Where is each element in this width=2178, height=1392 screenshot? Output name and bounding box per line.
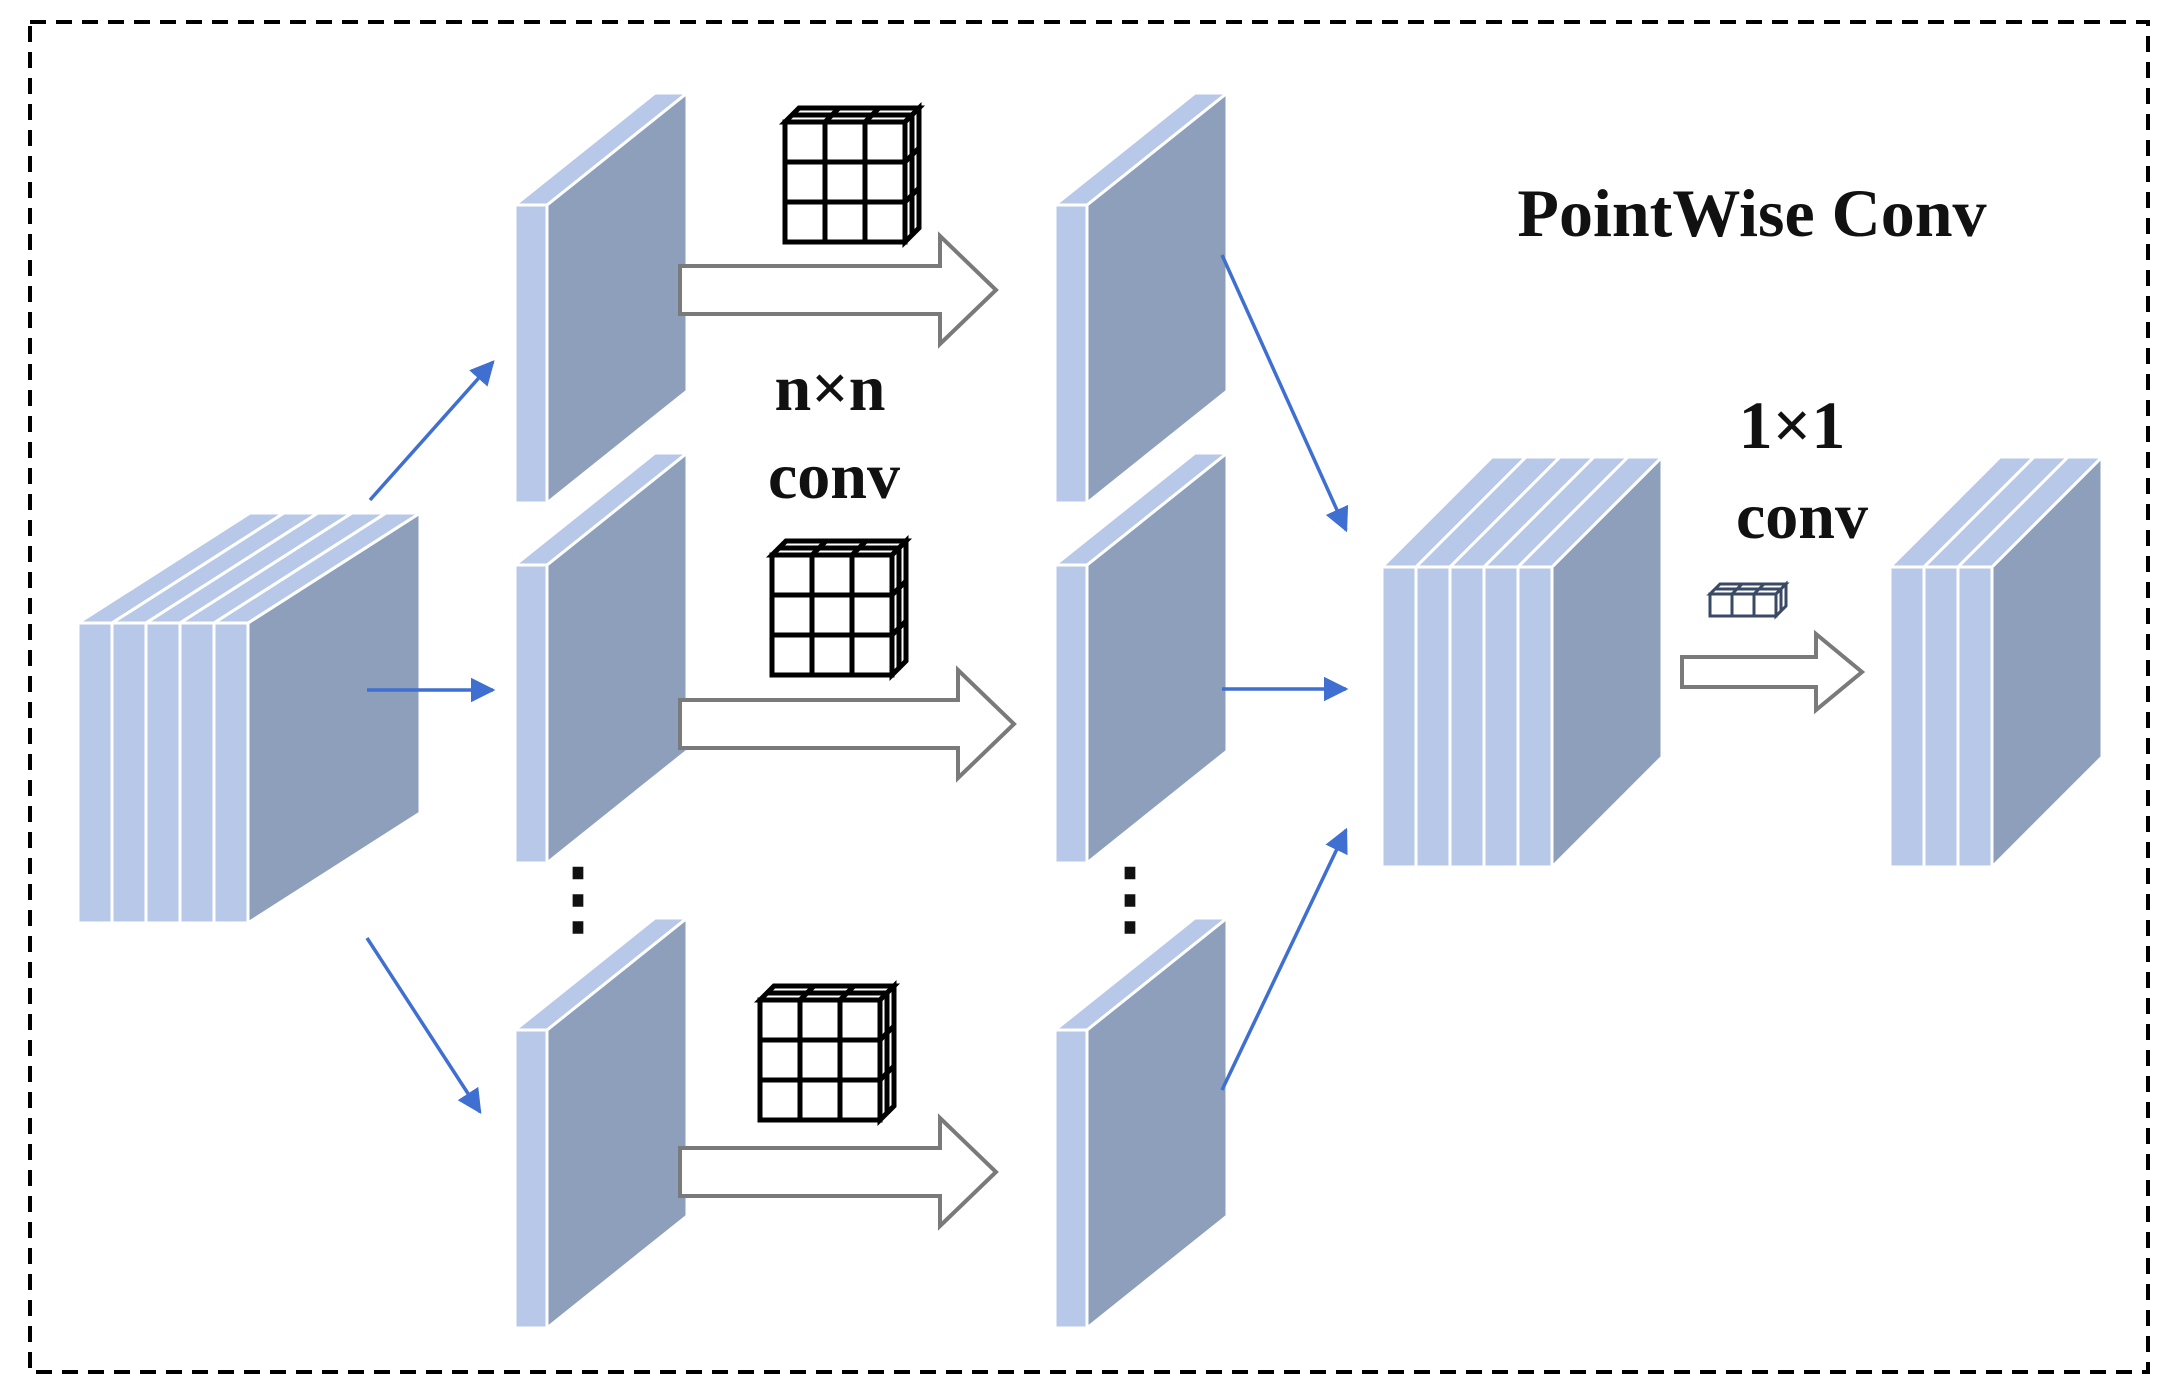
cube-grid-icon bbox=[765, 534, 913, 682]
dw-bottom-slice-front bbox=[1053, 1028, 1089, 1330]
onexone-conv-label-line2: conv bbox=[1736, 480, 1868, 553]
small-cube-row-icon bbox=[1706, 580, 1790, 620]
arrow-split-top bbox=[368, 360, 495, 502]
split-middle-slice-front bbox=[513, 563, 549, 865]
hollow-arrow-middle bbox=[678, 665, 1017, 783]
dw-middle-side-face bbox=[1085, 449, 1229, 867]
kernel-front-face bbox=[757, 997, 883, 1123]
concat-slice-front bbox=[1448, 565, 1486, 869]
output-slice-front bbox=[1888, 565, 1926, 869]
arrow-split-bottom bbox=[365, 937, 482, 1115]
split-middle-side-face bbox=[545, 449, 689, 867]
output-feature-stack bbox=[1886, 453, 2106, 871]
split-channel-column bbox=[510, 89, 692, 1332]
concatenated-feature-stack bbox=[1378, 453, 1666, 871]
nxn-conv-label-line2: conv bbox=[768, 440, 900, 513]
hollow-arrows bbox=[678, 231, 1866, 1231]
kernel-front-face bbox=[782, 119, 908, 245]
depthwise-output-column bbox=[1050, 89, 1232, 1332]
concat-slice-front bbox=[1380, 565, 1418, 869]
arrow-merge-bottom bbox=[1220, 827, 1348, 1091]
kernel-front-face bbox=[769, 552, 895, 678]
hollow-arrow-bottom bbox=[678, 1113, 999, 1231]
ellipsis-left: ⋮ bbox=[538, 855, 618, 943]
input-slice-front bbox=[76, 621, 114, 925]
arrow-merge-top bbox=[1220, 254, 1349, 533]
dw-top-side-face bbox=[1085, 89, 1229, 507]
cube-grid-icon bbox=[753, 979, 901, 1127]
input-slice-front bbox=[178, 621, 216, 925]
split-bottom-slice-front bbox=[513, 1028, 549, 1330]
dashed-border bbox=[28, 20, 2150, 1374]
split-bottom-side-face bbox=[545, 914, 689, 1332]
output-slice-front bbox=[1922, 565, 1960, 869]
cube-grid-icon bbox=[778, 101, 926, 249]
dw-bottom-side-face bbox=[1085, 914, 1229, 1332]
onexone-conv-label-line1: 1×1 bbox=[1739, 387, 1846, 463]
input-slice-front bbox=[212, 621, 250, 925]
split-top-slice-front bbox=[513, 203, 549, 505]
hollow-arrow-pointwise bbox=[1680, 629, 1866, 715]
input-slice-front bbox=[110, 621, 148, 925]
nxn-conv-label-line1: n×n bbox=[774, 352, 885, 425]
pointwise-title: PointWise Conv bbox=[1517, 175, 1986, 251]
input-feature-stack bbox=[72, 510, 426, 926]
dw-middle-slice-front bbox=[1053, 563, 1089, 865]
hollow-arrow-top bbox=[678, 231, 999, 349]
concat-slice-front bbox=[1414, 565, 1452, 869]
ellipsis-middle: ⋮ bbox=[1090, 855, 1170, 943]
output-slice-front bbox=[1956, 565, 1994, 869]
concat-slice-front bbox=[1482, 565, 1520, 869]
split-top-side-face bbox=[545, 89, 689, 507]
concat-slice-front bbox=[1516, 565, 1554, 869]
kernel-front-face bbox=[1708, 592, 1778, 618]
input-slice-front bbox=[144, 621, 182, 925]
dw-top-slice-front bbox=[1053, 203, 1089, 505]
blue-arrows bbox=[365, 254, 1349, 1115]
